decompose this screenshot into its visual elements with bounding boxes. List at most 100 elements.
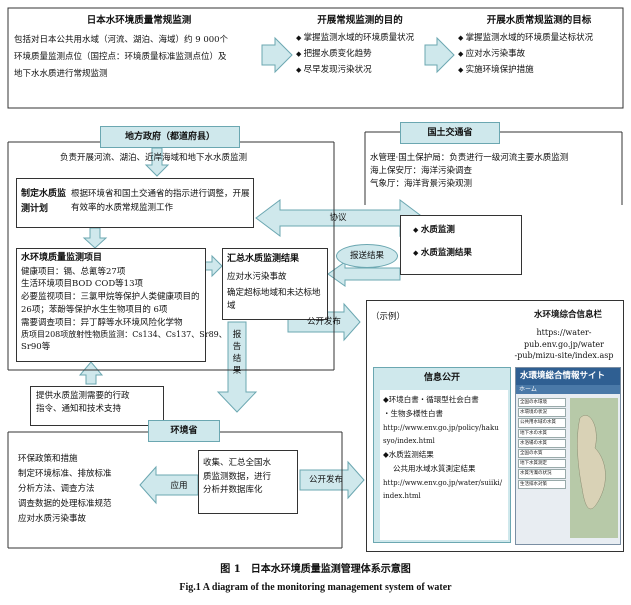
web-menu: 全国の水環境 水環境の状況 公共用水域の水質 地下水の水質 水浴場の水質 全国の… [518, 398, 566, 490]
info-content: ◆环境白書・循環型社会白書 ・生物多様性白書 http://www.env.go… [380, 390, 508, 540]
web-map-image [570, 398, 618, 538]
site-url-line: https://water-pub.env.go.jp/water [524, 328, 604, 349]
collect-line: 收集、汇总全国水 [203, 458, 272, 468]
admin-up-arrow [78, 361, 104, 385]
web-menu-item[interactable]: 水環境の状況 [518, 408, 566, 418]
publish-arrow-2 [299, 460, 365, 500]
goal-title: 开展水质常规监测的目标 [486, 15, 592, 26]
info-link[interactable]: index.html [383, 491, 421, 500]
web-menu-item[interactable]: 公共用水域の水質 [518, 418, 566, 428]
moe-lines: 环保政策和措施 制定环境标准、排放标准 分析方法、调查方法 调查数据的处理标准规… [18, 452, 142, 526]
caption-en: Fig.1 A diagram of the monitoring manage… [179, 582, 452, 593]
summary-title: 汇总水质监测结果 [227, 254, 300, 264]
mlit-item: 水质监测 [413, 224, 521, 237]
project-line: 必要监视项目：三氯甲烷等保护人类健康项目的 [21, 292, 200, 302]
project-line: 需要调查项目：异丁醇等水环境风险化学物 [21, 317, 183, 328]
site-url-line: -pub/mizu-site/index.asp [514, 351, 614, 361]
web-menu-item[interactable]: 水浴場の水質 [518, 438, 566, 448]
moe-label: 环境省 [148, 420, 220, 442]
top-arrow-1 [261, 36, 293, 74]
publish-label-1: 公开发布 [306, 317, 341, 327]
admin-note-line: 指令、通知和技术支持 [36, 403, 122, 414]
info-title: 信息公开 [423, 373, 460, 383]
report-down-arrow [216, 321, 258, 413]
info-public-box: 信息公开 ◆环境白書・循環型社会白書 ・生物多様性白書 http://www.e… [373, 367, 511, 543]
report-results-bubble: 报送结果 [336, 244, 398, 268]
caption-cn: 图 1 日本水环境质量监测管理体系示意图 [220, 564, 411, 575]
info-link[interactable]: http://www.env.go.jp/water/suiiki/ [383, 478, 503, 487]
web-sub: ホーム [516, 384, 620, 394]
project-line: 生活环境项目BOD COD等13项 [21, 279, 143, 290]
web-menu-item[interactable]: 全国の水環境 [518, 398, 566, 408]
web-menu-item[interactable]: 生活排水対策 [518, 479, 566, 489]
info-link[interactable]: http://www.env.go.jp/policy/haku [383, 423, 499, 432]
admin-note-line: 提供水质监测需要的行政 [36, 391, 130, 401]
collect-line: 质监测数据，进行 [203, 471, 272, 482]
web-menu-item[interactable]: 地下水質測定 [518, 459, 566, 469]
monitor-title: 日本水环境质量常规监测 [86, 15, 192, 26]
web-menu-item[interactable]: 水質汚濁の状況 [518, 469, 566, 479]
project-line: 26项；苯酚等保护水生生物项目的 6项 [21, 304, 168, 315]
mlit-items-box: 水质监测 水质监测结果 [400, 215, 522, 275]
web-menu-item[interactable]: 地下水の水質 [518, 428, 566, 438]
project-line: 健康项目：镉、总氰等27项 [21, 266, 126, 277]
apply-label: 应用 [170, 481, 188, 491]
admin-note-box: 提供水质监测需要的行政 指令、通知和技术支持 [30, 386, 164, 426]
mlit-line: 水管理·国土保护局：负责进行一级河流主要水质监测 [370, 153, 569, 163]
publish-label-2: 公开发布 [308, 475, 343, 485]
goal-item: 掌握监测水域的环境质量达标状况 [458, 32, 620, 45]
site-title: 水环境综合信息栏 [533, 310, 602, 320]
plan-title: 制定水质监测计划 [21, 189, 67, 215]
mlit-line: 海上保安厅：海洋污染调查 [370, 165, 473, 176]
monitor-desc-3: 地下水水质进行常规监测 [14, 68, 108, 79]
down-arrow-plan [144, 147, 170, 177]
monitor-desc-2: 环境质量监测点位（国控点：环境质量标准监测点位）及 [14, 52, 227, 62]
web-menu-item[interactable]: 全国の水質 [518, 448, 566, 459]
web-header: 水環境総合情報サイト [516, 368, 620, 385]
moe-line: 调查数据的处理标准规范 [18, 498, 112, 509]
info-line: ・生物多様性白書 [383, 409, 443, 419]
project-to-summary-arrow [204, 254, 223, 278]
goal-section: 开展水质常规监测的目标 掌握监测水域的环境质量达标状况 应对水污染事故 实施环境… [458, 14, 620, 77]
purpose-item: 掌握监测水域的环境质量状况 [296, 32, 424, 45]
summary-box: 汇总水质监测结果 应对水污染事故 确定超标地域和未达标地域 [222, 248, 328, 320]
monitor-section: 日本水环境质量常规监测 包括对日本公共用水域（河流、湖泊、海域）约 9 000个… [14, 14, 264, 81]
example-label: （示例） [371, 312, 406, 322]
info-link[interactable]: syo/index.html [383, 436, 435, 445]
mlit-item: 水质监测结果 [413, 247, 521, 260]
negotiate-label: 协议 [329, 213, 347, 223]
example-panel: （示例） 水环境综合信息栏 https://water-pub.env.go.j… [366, 300, 624, 552]
website-screenshot: 水環境総合情報サイト ホーム 全国の水環境 水環境の状況 公共用水域の水質 地下… [515, 367, 621, 545]
site-url: https://water-pub.env.go.jp/water -pub/m… [505, 327, 623, 362]
collect-box: 收集、汇总全国水 质监测数据，进行 分析并数据库化 [198, 450, 298, 514]
plan-box: 制定水质监测计划 根据环境省和国土交通省的指示进行调整，开展有效率的水质常规监测… [16, 178, 254, 228]
goal-item: 实施环境保护措施 [458, 64, 620, 77]
summary-line: 确定超标地域和未达标地域 [227, 288, 321, 311]
moe-line: 制定环境标准、排放标准 [18, 468, 112, 479]
goal-item: 应对水污染事故 [458, 48, 620, 61]
mlit-line: 气象厅：海洋背景污染观测 [370, 178, 473, 189]
collect-line: 分析并数据库化 [203, 485, 263, 496]
mlit-lines: 水管理·国土保护局：负责进行一级河流主要水质监测 海上保安厅：海洋污染调查 气象… [370, 152, 620, 190]
moe-line: 环保政策和措施 [18, 454, 78, 464]
report-vertical-label: 报告结果 [232, 330, 242, 376]
top-arrow-2 [424, 36, 455, 74]
info-line: ◆环境白書・循環型社会白書 [383, 395, 479, 404]
purpose-item: 尽早发现污染状况 [296, 64, 424, 77]
plan-desc: 根据环境省和国土交通省的指示进行调整，开展有效率的水质常规监测工作 [71, 189, 250, 214]
moe-line: 应对水质污染事故 [18, 513, 87, 524]
map-shape-icon [577, 415, 606, 510]
moe-line: 分析方法、调查方法 [18, 483, 95, 494]
purpose-title: 开展常规监测的目的 [317, 15, 403, 26]
summary-line: 应对水污染事故 [227, 271, 287, 282]
info-line: ◆水质监测结果 [383, 450, 434, 460]
project-line: Sr90等 [21, 342, 51, 353]
local-gov-duty: 负责开展河流、湖泊、近岸海域和地下水水质监测 [60, 153, 248, 163]
top-frame [7, 7, 624, 109]
project-box: 水环境质量监测项目 健康项目：镉、总氰等27项 生活环境项目BOD COD等13… [16, 248, 227, 362]
local-gov-label: 地方政府（都道府县） [100, 126, 240, 148]
mlit-label: 国土交通省 [400, 122, 500, 144]
purpose-section: 开展常规监测的目的 掌握监测水域的环境质量状况 把握水质变化趋势 尽早发现污染状… [296, 14, 424, 77]
project-line: 质项目208项放射性物质监测：Cs134、Cs137、Sr89、 [21, 330, 227, 340]
